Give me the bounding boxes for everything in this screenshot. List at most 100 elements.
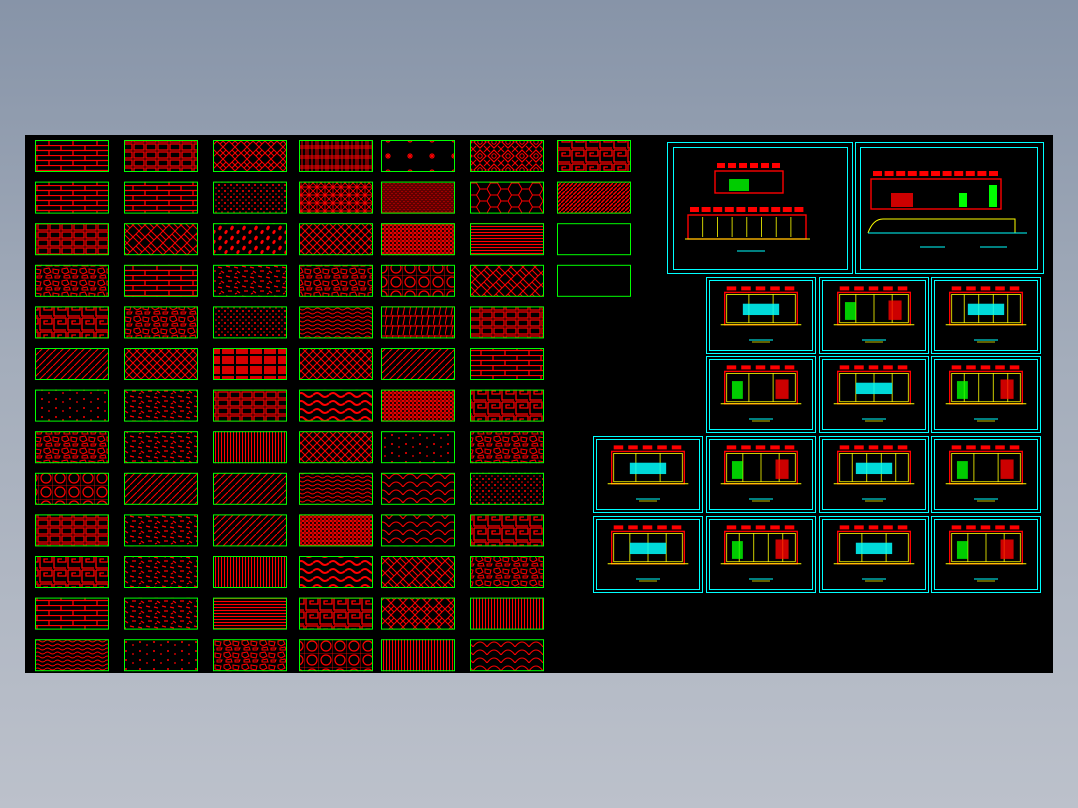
hatch-swatch-herringbone[interactable] — [124, 223, 198, 256]
hatch-swatch-diagonal-lines[interactable] — [213, 472, 287, 505]
hatch-swatch-wave-fine[interactable] — [299, 306, 373, 339]
hatch-swatch-dash-random[interactable] — [124, 431, 198, 464]
hatch-swatch-fret-key[interactable] — [470, 389, 544, 422]
sheet-mid-2-3[interactable] — [931, 356, 1041, 433]
hatch-swatch-brick-stack[interactable] — [35, 223, 109, 256]
hatch-swatch-diagonal-lines[interactable] — [124, 472, 198, 505]
hatch-swatch-sparse-cross[interactable] — [381, 140, 455, 172]
hatch-swatch-dash-random[interactable] — [213, 264, 287, 297]
hatch-swatch-empty[interactable] — [557, 264, 631, 297]
sheet-mid-1-1[interactable] — [706, 277, 816, 354]
hatch-swatch-dots-sparse[interactable] — [381, 431, 455, 464]
hatch-swatch-hexagon[interactable] — [470, 181, 544, 214]
hatch-swatch-fret-key[interactable] — [299, 597, 373, 630]
hatch-swatch-wave-fine[interactable] — [35, 639, 109, 672]
hatch-swatch-fret-key[interactable] — [470, 514, 544, 547]
sheet-low-1-2[interactable] — [706, 436, 816, 513]
hatch-swatch-dots-sparse[interactable] — [124, 639, 198, 672]
hatch-swatch-brick-stack[interactable] — [35, 514, 109, 547]
hatch-swatch-scallop[interactable] — [470, 639, 544, 672]
sheet-low-2-4[interactable] — [931, 516, 1041, 593]
hatch-swatch-dots-dense[interactable] — [213, 306, 287, 339]
hatch-swatch-vertical-lines[interactable] — [213, 431, 287, 464]
hatch-swatch-scallop[interactable] — [381, 514, 455, 547]
sheet-low-1-4[interactable] — [931, 436, 1041, 513]
hatch-swatch-fret-key[interactable] — [35, 306, 109, 339]
hatch-swatch-dense-cross[interactable] — [381, 223, 455, 256]
sheet-large-2[interactable] — [855, 142, 1044, 274]
hatch-swatch-dense-cross[interactable] — [299, 514, 373, 547]
hatch-swatch-circle-grid[interactable] — [35, 472, 109, 505]
hatch-swatch-brick-running[interactable] — [470, 348, 544, 380]
hatch-swatch-fine-lines[interactable] — [381, 181, 455, 214]
hatch-swatch-stone-random[interactable] — [299, 264, 373, 297]
hatch-swatch-brick-stack[interactable] — [213, 389, 287, 422]
hatch-swatch-dash-random[interactable] — [124, 556, 198, 588]
hatch-swatch-stone-random[interactable] — [470, 431, 544, 464]
hatch-swatch-brick-running[interactable] — [35, 140, 109, 172]
hatch-swatch-dots-dense[interactable] — [470, 472, 544, 505]
sheet-large-1[interactable] — [667, 142, 853, 274]
hatch-swatch-crosshatch[interactable] — [124, 348, 198, 380]
hatch-swatch-diagonal-dense[interactable] — [557, 181, 631, 214]
hatch-swatch-fret-key[interactable] — [557, 140, 631, 172]
hatch-swatch-wave-fine[interactable] — [299, 472, 373, 505]
hatch-swatch-brick-running[interactable] — [35, 597, 109, 630]
hatch-swatch-wave-bold[interactable] — [299, 389, 373, 422]
sheet-low-2-3[interactable] — [819, 516, 929, 593]
hatch-swatch-stone-random[interactable] — [213, 639, 287, 672]
cad-drawing[interactable] — [25, 135, 1053, 673]
hatch-swatch-dots-sparse[interactable] — [35, 389, 109, 422]
hatch-swatch-dots-dense[interactable] — [213, 181, 287, 214]
hatch-swatch-diagonal-lines[interactable] — [381, 348, 455, 380]
hatch-swatch-stone-random[interactable] — [470, 556, 544, 588]
hatch-swatch-empty[interactable] — [557, 223, 631, 256]
sheet-mid-1-3[interactable] — [931, 277, 1041, 354]
hatch-swatch-dash-random[interactable] — [124, 514, 198, 547]
hatch-swatch-dash-random[interactable] — [124, 597, 198, 630]
hatch-swatch-brick-running[interactable] — [124, 264, 198, 297]
hatch-swatch-herringbone[interactable] — [381, 556, 455, 588]
hatch-swatch-crosshatch[interactable] — [299, 223, 373, 256]
hatch-swatch-crosshatch[interactable] — [299, 348, 373, 380]
hatch-swatch-crosshatch[interactable] — [299, 431, 373, 464]
hatch-swatch-dense-cross[interactable] — [381, 389, 455, 422]
hatch-swatch-vertical-lines[interactable] — [381, 639, 455, 672]
hatch-swatch-brick-running[interactable] — [124, 181, 198, 214]
hatch-swatch-diamond-tile[interactable] — [381, 597, 455, 630]
hatch-swatch-grid-skew[interactable] — [381, 306, 455, 339]
hatch-swatch-fret-key[interactable] — [35, 556, 109, 588]
hatch-swatch-vertical-lines[interactable] — [470, 597, 544, 630]
sheet-mid-2-2[interactable] — [819, 356, 929, 433]
cad-model-space[interactable] — [25, 135, 1053, 673]
hatch-swatch-herringbone[interactable] — [470, 264, 544, 297]
hatch-swatch-brick-stack[interactable] — [124, 140, 198, 172]
hatch-swatch-stone-random[interactable] — [124, 306, 198, 339]
sheet-mid-2-1[interactable] — [706, 356, 816, 433]
hatch-swatch-scallop[interactable] — [381, 472, 455, 505]
hatch-swatch-square-grid[interactable] — [213, 348, 287, 380]
hatch-swatch-vertical-lines[interactable] — [213, 556, 287, 588]
sheet-low-2-1[interactable] — [593, 516, 703, 593]
hatch-swatch-brick-running[interactable] — [35, 181, 109, 214]
hatch-swatch-stone-random[interactable] — [35, 264, 109, 297]
hatch-swatch-ornament-tile[interactable] — [470, 140, 544, 172]
hatch-swatch-wave-bold[interactable] — [299, 556, 373, 588]
hatch-swatch-lattice[interactable] — [299, 181, 373, 214]
hatch-swatch-diagonal-lines[interactable] — [213, 514, 287, 547]
hatch-swatch-circle-grid[interactable] — [299, 639, 373, 672]
hatch-swatch-diamond-tile[interactable] — [213, 140, 287, 172]
sheet-low-1-3[interactable] — [819, 436, 929, 513]
hatch-swatch-horizontal-lines[interactable] — [470, 223, 544, 256]
hatch-swatch-grid-plaid[interactable] — [299, 140, 373, 172]
hatch-swatch-blob-dots[interactable] — [213, 223, 287, 256]
hatch-swatch-stone-random[interactable] — [35, 431, 109, 464]
hatch-swatch-circle-grid[interactable] — [381, 264, 455, 297]
hatch-swatch-brick-stack[interactable] — [470, 306, 544, 339]
hatch-swatch-diagonal-lines[interactable] — [35, 348, 109, 380]
hatch-swatch-dash-random[interactable] — [124, 389, 198, 422]
sheet-mid-1-2[interactable] — [819, 277, 929, 354]
hatch-swatch-horizontal-lines[interactable] — [213, 597, 287, 630]
sheet-low-2-2[interactable] — [706, 516, 816, 593]
sheet-low-1-1[interactable] — [593, 436, 703, 513]
